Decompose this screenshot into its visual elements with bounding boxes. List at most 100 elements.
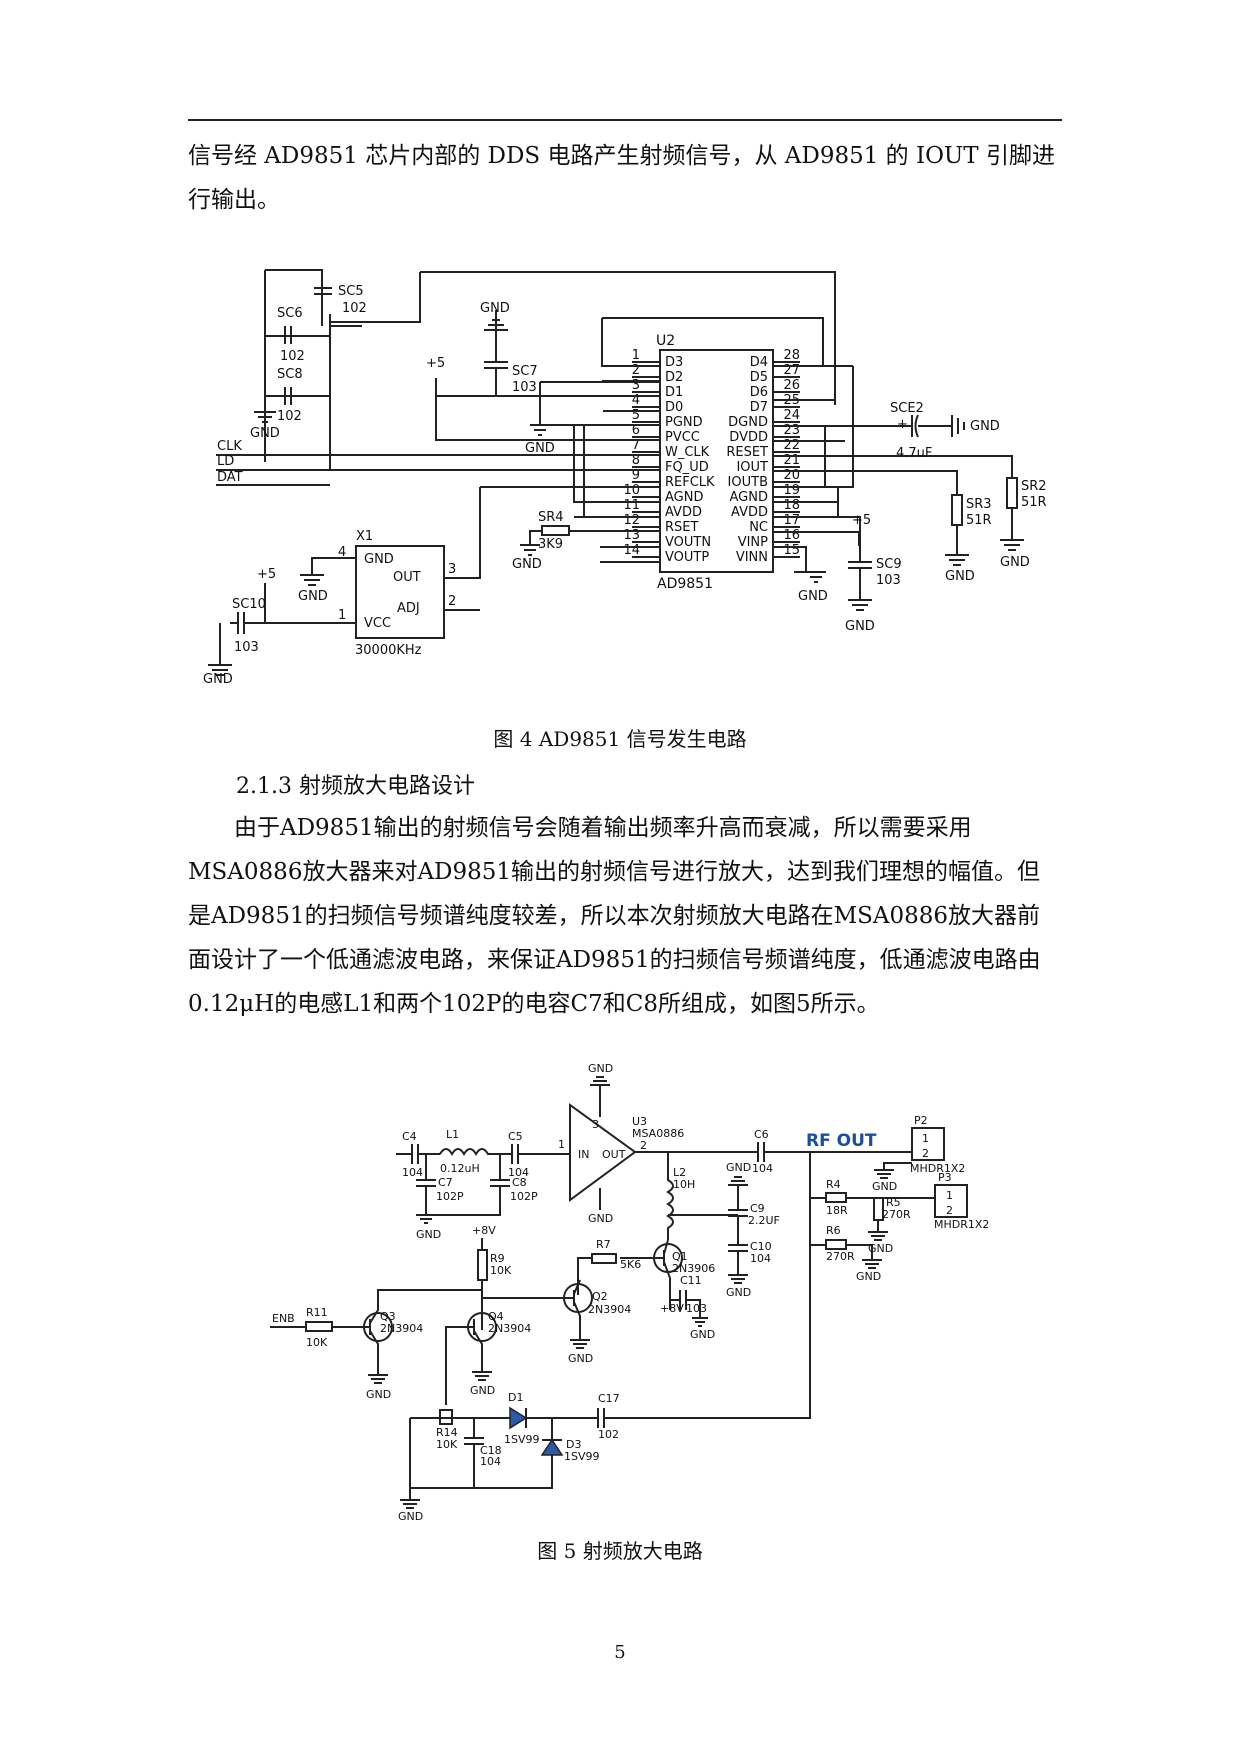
svg-text:SR2: SR2 [1021, 479, 1047, 494]
svg-text:GND: GND [868, 1242, 893, 1255]
svg-text:51R: 51R [1021, 495, 1047, 510]
msa0886-amplifier [569, 1103, 637, 1202]
u2-pin-name-left: PGND [665, 415, 703, 430]
u2-pin-number-left: 3 [632, 378, 640, 393]
u2-pin-name-left: D2 [665, 370, 683, 385]
svg-text:2: 2 [946, 1204, 953, 1217]
u2-pin-number-right: 16 [783, 528, 800, 543]
svg-text:102P: 102P [510, 1190, 538, 1203]
u2-pin-number-right: 24 [783, 408, 800, 423]
svg-text:3: 3 [448, 562, 456, 577]
u2-pin-name-right: D5 [750, 370, 768, 385]
svg-text:R6: R6 [826, 1224, 841, 1237]
svg-text:2: 2 [922, 1147, 929, 1160]
svg-text:GND: GND [470, 1384, 495, 1397]
svg-text:GND: GND [203, 672, 233, 687]
u2-pin-name-right: NC [749, 520, 768, 535]
svg-text:5K6: 5K6 [620, 1258, 641, 1271]
svg-text:1: 1 [946, 1189, 953, 1202]
svg-text:18R: 18R [826, 1204, 848, 1217]
u2-pin-name-right: DVDD [729, 430, 768, 445]
svg-text:+8V: +8V [472, 1224, 496, 1237]
svg-text:10K: 10K [490, 1264, 512, 1277]
svg-text:GND: GND [250, 426, 280, 441]
figure-4-caption: 图 4 AD9851 信号发生电路 [493, 727, 747, 751]
svg-text:4: 4 [338, 545, 346, 560]
svg-text:2N3906: 2N3906 [672, 1262, 715, 1275]
svg-text:103: 103 [234, 640, 259, 655]
svg-text:GND: GND [512, 557, 542, 572]
section-heading: 2.1.3 射频放大电路设计 [236, 774, 475, 799]
svg-text:1SV99: 1SV99 [504, 1433, 540, 1446]
svg-text:GND: GND [726, 1286, 751, 1299]
svg-text:D3: D3 [566, 1438, 581, 1451]
svg-text:ENB: ENB [272, 1312, 295, 1325]
svg-text:GND: GND [525, 441, 555, 456]
svg-text:104: 104 [508, 1166, 529, 1179]
svg-text:GND: GND [1000, 555, 1030, 570]
x1-oscillator [355, 545, 445, 639]
svg-text:SC9: SC9 [876, 557, 902, 572]
svg-text:GND: GND [298, 589, 328, 604]
svg-text:C8: C8 [512, 1176, 527, 1189]
svg-text:DAT: DAT [217, 470, 243, 485]
svg-text:SC6: SC6 [277, 306, 303, 321]
svg-text:ADJ: ADJ [397, 601, 420, 616]
svg-text:4.7uF: 4.7uF [896, 446, 932, 461]
u2-pin-name-right: AVDD [731, 505, 768, 520]
svg-text:GND: GND [480, 301, 510, 316]
u2-name: AD9851 [657, 576, 713, 592]
svg-text:GND: GND [945, 569, 975, 584]
svg-text:RF OUT: RF OUT [806, 1131, 877, 1151]
u2-pin-name-left: D1 [665, 385, 683, 400]
svg-text:SC10: SC10 [232, 597, 266, 612]
svg-text:CLK: CLK [217, 439, 242, 454]
svg-text:2: 2 [640, 1139, 647, 1152]
u2-pin-number-left: 10 [623, 483, 640, 498]
svg-text:1: 1 [338, 608, 346, 623]
svg-text:10K: 10K [436, 1438, 458, 1451]
svg-text:GND: GND [364, 552, 394, 567]
svg-text:GND: GND [726, 1161, 751, 1174]
svg-text:X1: X1 [356, 529, 373, 544]
svg-text:51R: 51R [966, 513, 992, 528]
u2-pin-number-left: 4 [632, 393, 640, 408]
svg-text:GND: GND [690, 1328, 715, 1341]
header-rule [188, 119, 1062, 121]
svg-text:L2: L2 [673, 1166, 686, 1179]
svg-text:R9: R9 [490, 1252, 505, 1265]
svg-text:C5: C5 [508, 1130, 523, 1143]
svg-text:2N3904: 2N3904 [488, 1322, 531, 1335]
svg-text:270R: 270R [882, 1208, 911, 1221]
svg-text:+5: +5 [257, 567, 276, 582]
svg-text:102: 102 [280, 349, 305, 364]
svg-text:104: 104 [480, 1455, 501, 1468]
svg-text:+5: +5 [426, 356, 445, 371]
u2-pin-name-left: PVCC [665, 430, 700, 445]
svg-text:OUT: OUT [602, 1148, 626, 1161]
u2-pin-number-right: 15 [783, 543, 800, 558]
svg-text:104: 104 [402, 1166, 423, 1179]
figure-5-schematic: IN OUT U3 MSA0886 2 3 1 GND GND C4 104 L… [270, 1062, 989, 1523]
svg-text:104: 104 [752, 1162, 773, 1175]
svg-text:GND: GND [798, 589, 828, 604]
u2-pin-name-right: D6 [750, 385, 768, 400]
svg-text:3: 3 [592, 1118, 599, 1131]
svg-text:104: 104 [750, 1252, 771, 1265]
svg-text:Q2: Q2 [592, 1290, 608, 1303]
svg-text:30000KHz: 30000KHz [355, 643, 422, 658]
svg-text:C6: C6 [754, 1128, 769, 1141]
u2-pin-name-left: REFCLK [665, 475, 715, 490]
svg-text:+: + [897, 417, 908, 432]
svg-text:103: 103 [686, 1302, 707, 1315]
svg-text:SR3: SR3 [966, 497, 992, 512]
u2-label: U2 [656, 333, 675, 349]
svg-text:SR4: SR4 [538, 510, 564, 525]
svg-text:GND: GND [366, 1388, 391, 1401]
svg-text:Q4: Q4 [488, 1310, 504, 1323]
svg-text:C7: C7 [438, 1176, 453, 1189]
u2-pin-name-left: AGND [665, 490, 703, 505]
svg-text:270R: 270R [826, 1250, 855, 1263]
svg-text:102P: 102P [436, 1190, 464, 1203]
u2-pin-number-right: 26 [783, 378, 800, 393]
